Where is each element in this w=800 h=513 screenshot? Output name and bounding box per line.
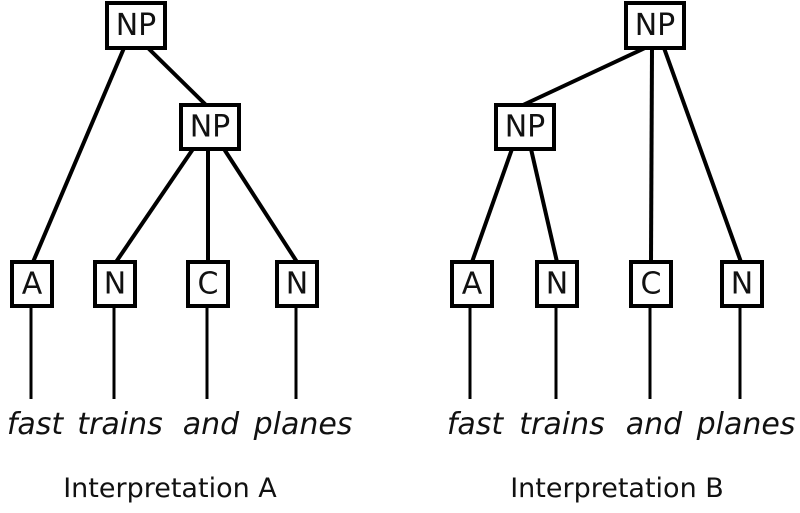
edge-b-root-to-b-np2 (522, 46, 646, 107)
caption-interpretation-b: Interpretation B (510, 473, 724, 504)
word-b-word-and: and (626, 407, 683, 442)
node-box-b-root[interactable] (624, 1, 686, 50)
node-box-a-np2[interactable] (179, 103, 241, 151)
node-box-b-adj[interactable] (450, 260, 494, 308)
edge-a-root-to-a-np2 (146, 46, 208, 107)
word-b-word-fast: fast (447, 407, 505, 442)
node-label-b-adj: A (462, 267, 483, 302)
word-a-word-trains: trains (77, 407, 162, 442)
word-b-word-planes: planes (696, 407, 796, 442)
word-a-word-planes: planes (253, 407, 353, 442)
edge-b-np2-to-b-n1 (529, 148, 559, 263)
edge-a-np2-to-a-n2 (222, 147, 299, 264)
node-box-a-adj[interactable] (10, 260, 54, 308)
node-box-b-np2[interactable] (494, 103, 556, 151)
node-box-a-n2[interactable] (275, 260, 319, 308)
node-box-a-conj[interactable] (186, 260, 230, 308)
node-box-a-root[interactable] (105, 1, 167, 50)
node-label-b-n2: N (731, 267, 753, 302)
caption-interpretation-a: Interpretation A (63, 473, 277, 504)
word-b-word-trains: trains (519, 407, 604, 442)
edge-a-root-to-a-adj (31, 47, 126, 263)
edge-b-np2-to-b-adj (470, 148, 514, 263)
edge-b-root-to-b-conj (649, 47, 654, 263)
node-box-b-conj[interactable] (629, 260, 673, 308)
node-label-a-np2: NP (190, 110, 231, 145)
node-box-b-n1[interactable] (535, 260, 579, 308)
node-label-b-conj: C (641, 267, 662, 302)
node-label-b-n1: N (546, 267, 568, 302)
edge-b-root-to-b-n2 (662, 47, 743, 263)
node-label-a-root: NP (116, 8, 157, 43)
word-a-word-fast: fast (7, 407, 65, 442)
node-label-a-conj: C (198, 267, 219, 302)
node-box-b-n2[interactable] (720, 260, 764, 308)
word-a-word-and: and (183, 407, 240, 442)
node-label-a-adj: A (22, 267, 43, 302)
node-label-a-n2: N (286, 267, 308, 302)
node-label-b-root: NP (635, 8, 676, 43)
node-label-b-np2: NP (505, 110, 546, 145)
node-label-a-n1: N (104, 267, 126, 302)
node-box-a-n1[interactable] (93, 260, 137, 308)
edge-a-np2-to-a-n1 (114, 147, 195, 264)
